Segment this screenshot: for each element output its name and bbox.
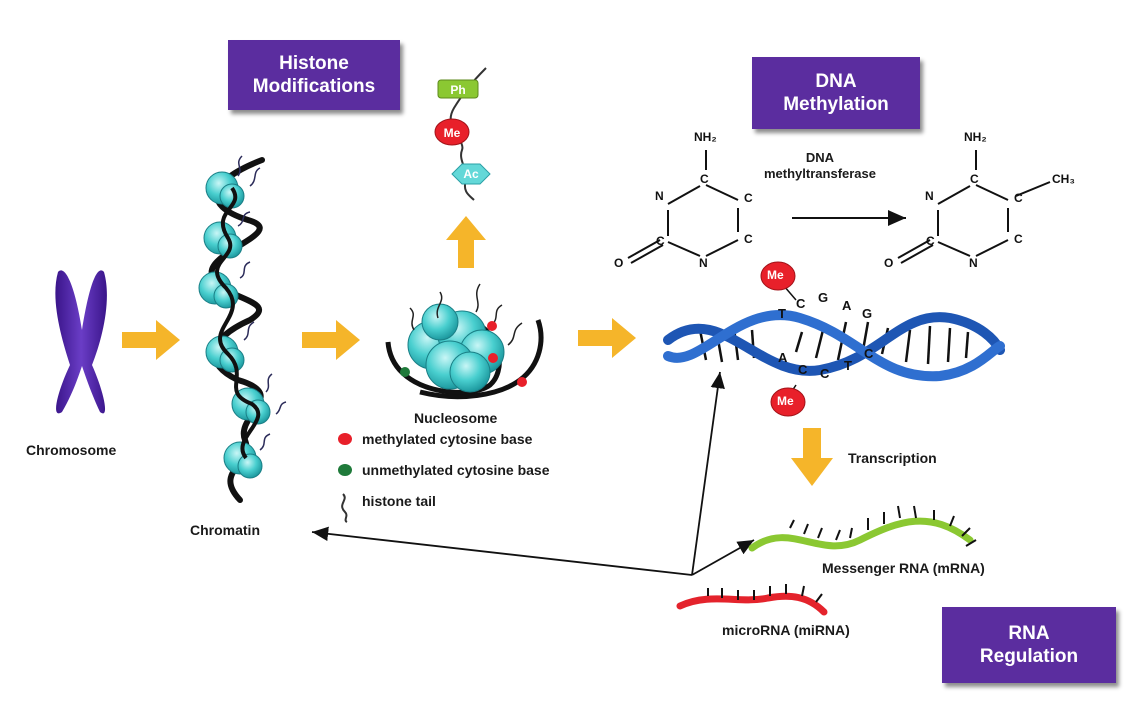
dna-methyl-tags xyxy=(760,261,806,417)
c2-right: C xyxy=(926,234,935,248)
mrna-strand xyxy=(748,505,977,552)
base-top-4: A xyxy=(842,298,852,313)
histone-tail-marks: Ph Me Ac xyxy=(434,67,491,201)
legend-methylated-text: methylated cytosine base xyxy=(362,431,533,447)
base-top-3: G xyxy=(818,290,829,305)
o-right: O xyxy=(884,256,894,270)
chromatin-fiber xyxy=(198,155,287,503)
transcription-label: Transcription xyxy=(848,450,937,466)
arrow-transcription xyxy=(791,428,833,486)
o-left: O xyxy=(614,256,624,270)
arrow-nucleosome-to-dna xyxy=(578,318,636,358)
legend-unmethylated-text: unmethylated cytosine base xyxy=(362,462,550,478)
mirna-strand xyxy=(676,584,828,616)
me-tag-bottom: Me xyxy=(777,394,794,408)
c6-left: C xyxy=(744,232,753,246)
dna-double-helix xyxy=(663,310,1005,382)
base-bottom-4: T xyxy=(844,358,852,373)
me-tag-top: Me xyxy=(767,268,784,282)
histone-tail-marker xyxy=(341,493,348,523)
c4-left: C xyxy=(700,172,709,186)
c5-left: C xyxy=(744,191,753,205)
arrow-chromosome-to-chromatin xyxy=(122,320,180,360)
ph-mark-label: Ph xyxy=(450,83,465,97)
ac-mark-label: Ac xyxy=(463,167,479,181)
legend-markers xyxy=(338,433,352,523)
mirna-label: microRNA (miRNA) xyxy=(722,622,850,638)
base-bottom-1: A xyxy=(778,350,788,365)
yellow-arrows xyxy=(122,216,833,486)
nh2-right: NH₂ xyxy=(964,130,987,144)
arrow-nucleosome-to-marks xyxy=(446,216,486,268)
chromosome-label: Chromosome xyxy=(26,442,117,458)
base-bottom-5: C xyxy=(864,346,874,361)
n3-right: N xyxy=(925,189,934,203)
nh2-left: NH₂ xyxy=(694,130,717,144)
methyltransferase-label: DNA methyltransferase xyxy=(764,150,876,181)
cytosine-structure xyxy=(627,150,906,264)
base-bottom-3: C xyxy=(820,366,830,381)
chromatin-label: Chromatin xyxy=(190,522,260,538)
rna-regulation-box: RNA Regulation xyxy=(942,607,1116,683)
methylcytosine-structure xyxy=(897,150,1051,264)
methylated-marker xyxy=(338,433,352,445)
arrow-chromatin-to-nucleosome xyxy=(302,320,360,360)
unmethylated-marker xyxy=(338,464,352,476)
dna-methylation-box: DNA Methylation xyxy=(752,57,920,129)
mrna-label: Messenger RNA (mRNA) xyxy=(822,560,985,576)
c6-right: C xyxy=(1014,232,1023,246)
nucleosome-label: Nucleosome xyxy=(414,410,498,426)
nucleosome-illustration xyxy=(385,283,544,400)
base-bottom-2: C xyxy=(798,362,808,377)
c4-right: C xyxy=(970,172,979,186)
me-mark-label: Me xyxy=(444,126,461,140)
dna-methylation-title: DNA Methylation xyxy=(783,71,889,115)
n1-right: N xyxy=(969,256,978,270)
legend-histone-tail-text: histone tail xyxy=(362,493,436,509)
n1-left: N xyxy=(699,256,708,270)
c5-right: C xyxy=(1014,191,1023,205)
chromosome-shape xyxy=(55,270,107,414)
histone-modifications-box: Histone Modifications xyxy=(228,40,400,110)
c2-left: C xyxy=(656,234,665,248)
base-top-5: G xyxy=(862,306,873,321)
n3-left: N xyxy=(655,189,664,203)
base-top-2: C xyxy=(796,296,806,311)
regulation-arrows xyxy=(311,371,755,576)
rna-regulation-title: RNA Regulation xyxy=(979,623,1079,667)
histone-modifications-title: Histone Modifications xyxy=(252,53,376,97)
base-top-1: T xyxy=(778,306,786,321)
ch3-right: CH₃ xyxy=(1052,172,1075,186)
